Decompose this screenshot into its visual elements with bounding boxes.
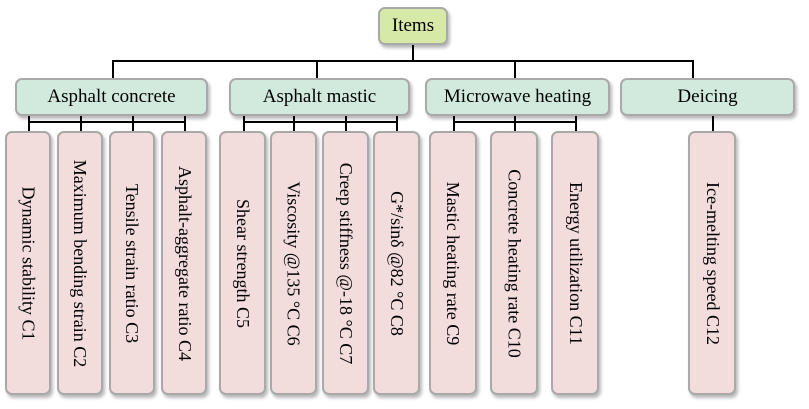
drop-line-microwave-heating (514, 60, 516, 79)
leaf-label: Viscosity @135 °C C6 (284, 180, 304, 346)
leaf-label: Maximum bending strain C2 (70, 159, 91, 367)
leaf-tick-c12 (712, 116, 714, 132)
leaf-c1: Dynamic stability C1 (5, 131, 51, 395)
category-microwave-heating: Microwave heating (425, 78, 610, 116)
drop-line-asphalt-mastic (316, 60, 318, 79)
leaf-c2: Maximum bending strain C2 (57, 131, 103, 395)
leaf-label: Mastic heating rate C9 (443, 181, 464, 345)
leaf-label: Ice-melting speed C12 (702, 181, 723, 345)
leaf-label: Dynamic stability C1 (18, 186, 39, 340)
root-node: Items (378, 7, 448, 45)
category-deicing: Deicing (620, 78, 795, 116)
root-label: Items (391, 15, 435, 36)
category-asphalt-mastic: Asphalt mastic (229, 78, 410, 116)
root-stem-line (412, 45, 414, 61)
leaf-tick-c3 (132, 116, 134, 132)
leaf-c6: Viscosity @135 °C C6 (270, 131, 317, 395)
leaf-tick-c11 (575, 116, 577, 132)
leaf-c3: Tensile strain ratio C3 (109, 131, 155, 395)
bracket-line-asphalt-concrete (28, 121, 186, 123)
leaf-label: Asphalt-aggregate ratio C4 (174, 165, 195, 361)
category-label: Deicing (677, 86, 738, 107)
leaf-tick-c4 (184, 116, 186, 132)
category-asphalt-concrete: Asphalt concrete (15, 78, 208, 116)
leaf-c11: Energy utilization C11 (551, 131, 599, 395)
leaf-c7: Creep stiffness @-18 °C C7 (322, 131, 369, 395)
leaf-tick-c2 (80, 116, 82, 132)
drop-line-asphalt-concrete (112, 60, 114, 79)
leaf-c8: G*/sinδ @82 °C C8 (373, 131, 420, 395)
leaf-c5: Shear strength C5 (219, 131, 266, 395)
category-label: Asphalt concrete (47, 86, 176, 107)
leaf-tick-c6 (293, 116, 295, 132)
leaf-tick-c7 (345, 116, 347, 132)
leaf-c4: Asphalt-aggregate ratio C4 (161, 131, 207, 395)
leaf-c9: Mastic heating rate C9 (429, 131, 477, 395)
leaf-c10: Concrete heating rate C10 (490, 131, 538, 395)
leaf-tick-c1 (28, 116, 30, 132)
leaf-label: G*/sinδ @82 °C C8 (387, 190, 407, 336)
leaf-label: Tensile strain ratio C3 (122, 183, 143, 343)
leaf-tick-c10 (514, 116, 516, 132)
leaf-tick-c8 (396, 116, 398, 132)
category-label: Asphalt mastic (262, 86, 377, 107)
leaf-label: Energy utilization C11 (565, 181, 586, 345)
leaf-tick-c5 (243, 116, 245, 132)
drop-line-deicing (692, 60, 694, 79)
bracket-line-asphalt-mastic (243, 121, 397, 123)
leaf-tick-c9 (453, 116, 455, 132)
leaf-label: Shear strength C5 (233, 198, 254, 328)
leaf-label: Creep stiffness @-18 °C C7 (336, 162, 356, 364)
leaf-c12: Ice-melting speed C12 (688, 131, 736, 395)
category-label: Microwave heating (443, 86, 592, 107)
top-horizontal-line (112, 60, 693, 62)
leaf-label: Concrete heating rate C10 (504, 168, 525, 358)
